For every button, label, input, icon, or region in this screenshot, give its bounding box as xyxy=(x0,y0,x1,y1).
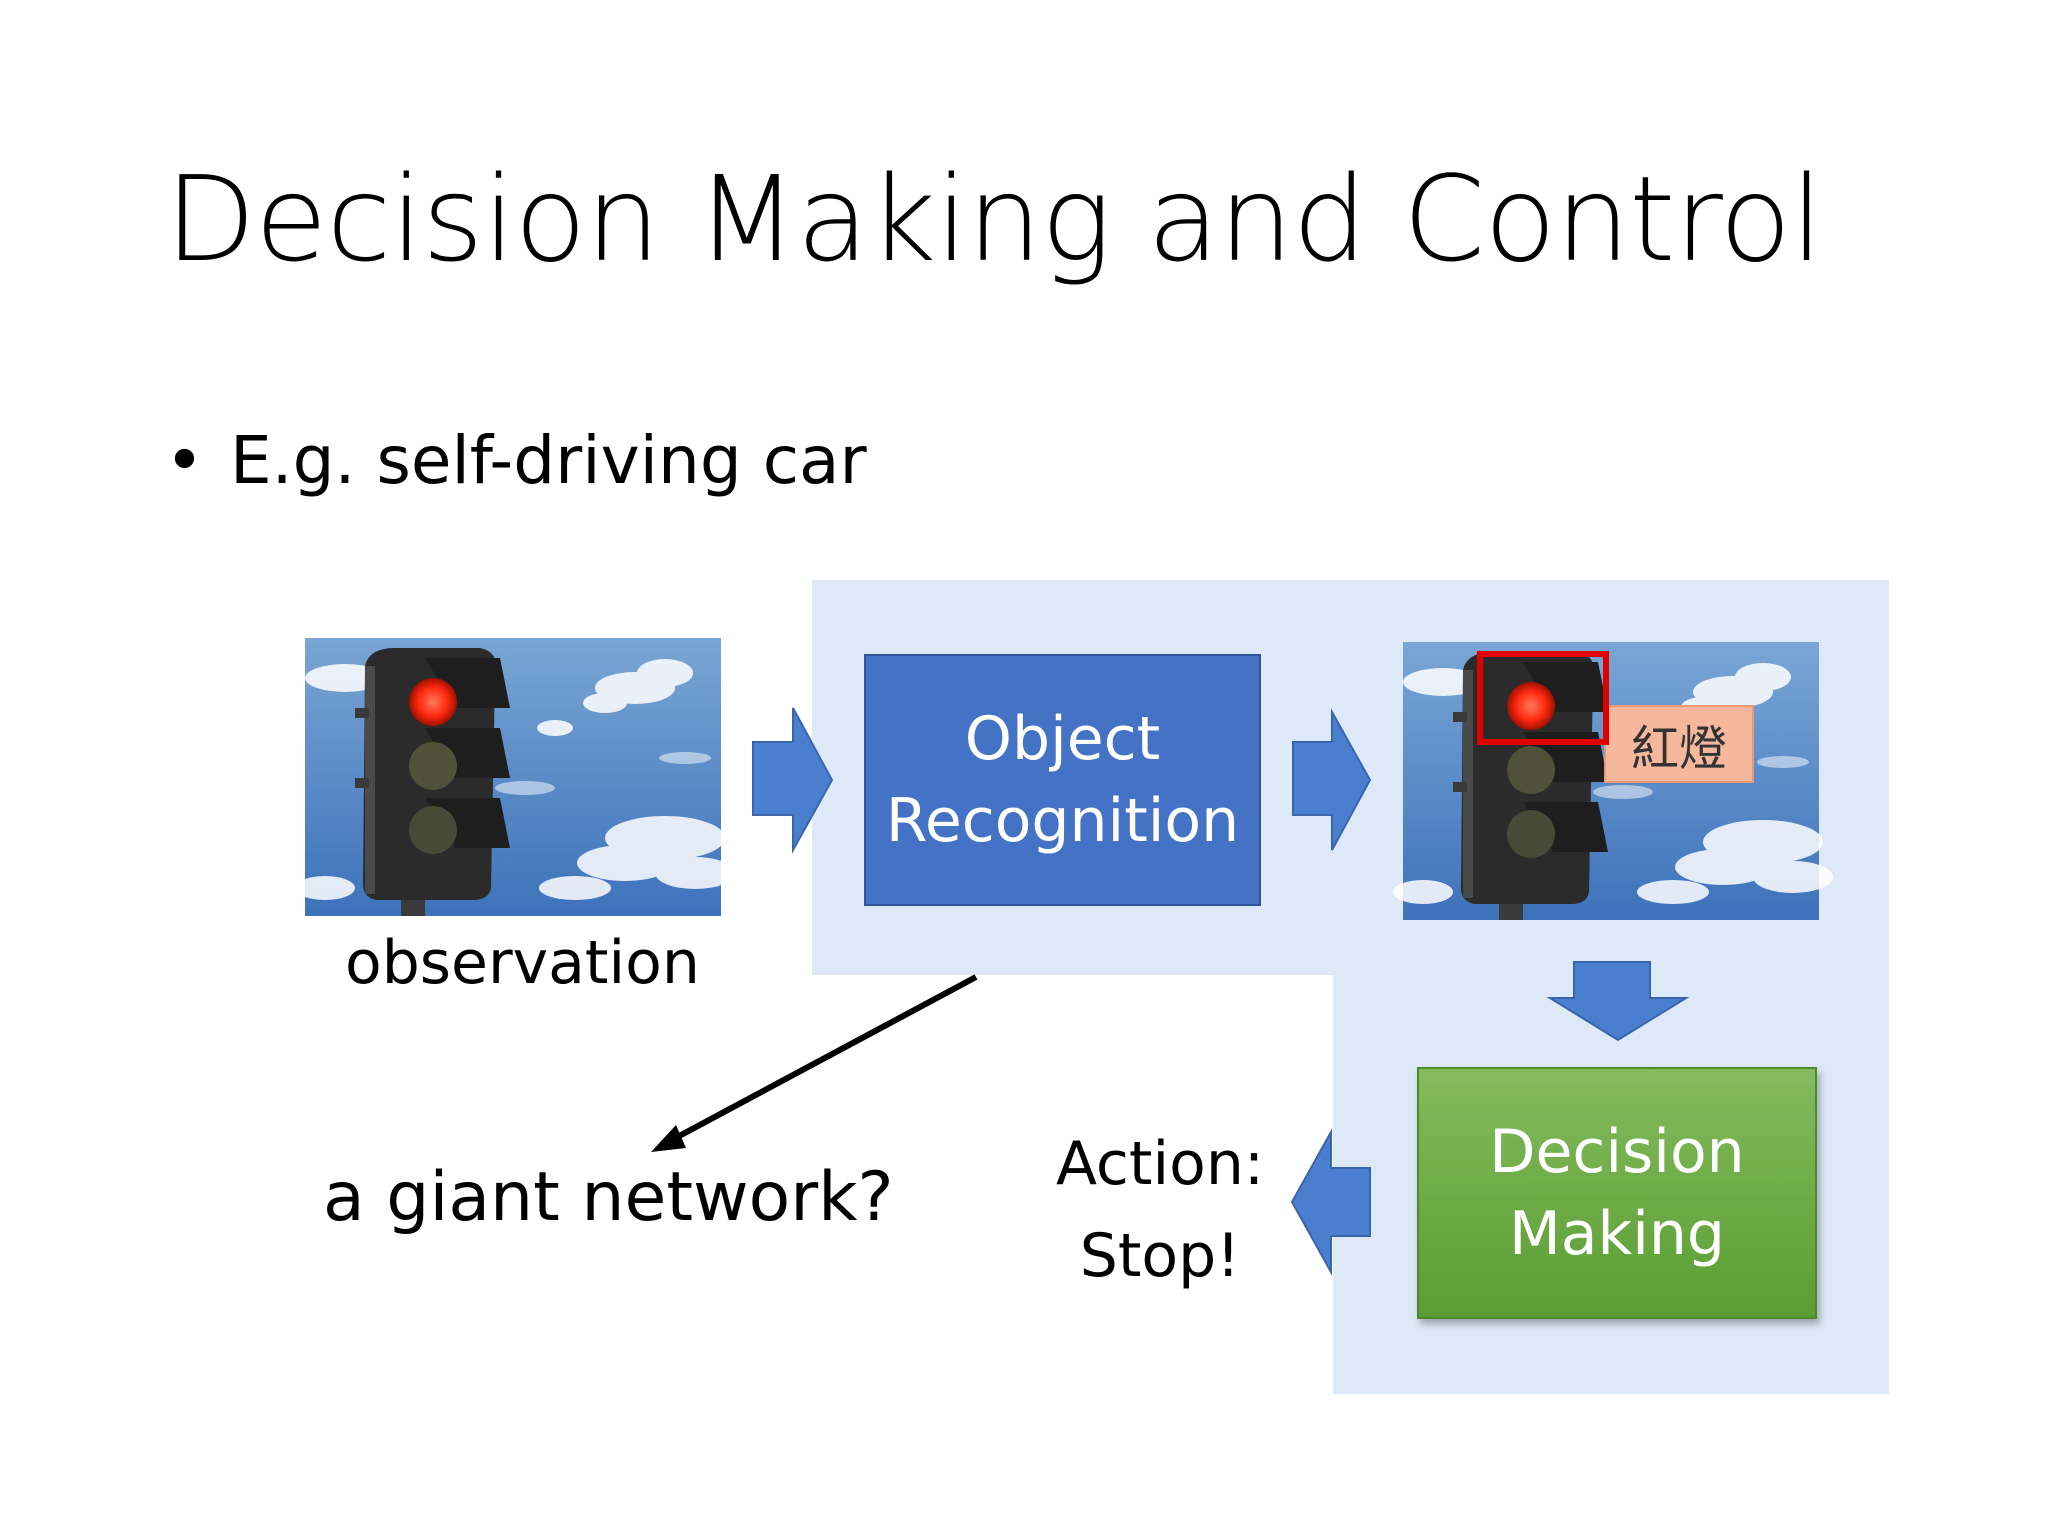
object-recognition-line-1: Object xyxy=(964,704,1161,774)
arrow-right-icon xyxy=(1292,708,1372,851)
action-line-1: Action: xyxy=(1055,1129,1265,1199)
giant-network-label: a giant network? xyxy=(323,1158,894,1237)
slide-title: Decision Making and Control xyxy=(165,150,1823,288)
arrowhead-icon xyxy=(651,1125,686,1152)
object-recognition-line-2: Recognition xyxy=(885,786,1240,856)
object-recognition-label: Object Recognition xyxy=(865,655,1260,905)
decision-making-box xyxy=(1417,1067,1817,1319)
bullet-item: •E.g. self-driving car xyxy=(165,428,867,494)
object-recognition-box xyxy=(864,654,1261,906)
arrow-right-icon xyxy=(752,707,834,854)
arrow-down-icon xyxy=(1546,961,1690,1042)
detection-box xyxy=(1477,651,1609,745)
decision-making-line-1: Decision xyxy=(1489,1117,1745,1187)
observation-label: observation xyxy=(345,928,700,998)
bullet-dot: • xyxy=(165,422,204,499)
decision-making-line-2: Making xyxy=(1508,1199,1726,1269)
arrow-left-icon xyxy=(1290,1128,1371,1276)
red-light-tag: 紅燈 xyxy=(1630,721,1727,777)
decision-making-label: Decision Making xyxy=(1418,1068,1816,1318)
observation-image xyxy=(295,638,735,916)
action-line-2: Stop! xyxy=(1079,1221,1241,1291)
action-label: Action: Stop! xyxy=(1030,1118,1290,1302)
giant-network-arrow xyxy=(666,974,978,1145)
bullet-text: E.g. self-driving car xyxy=(229,422,867,499)
